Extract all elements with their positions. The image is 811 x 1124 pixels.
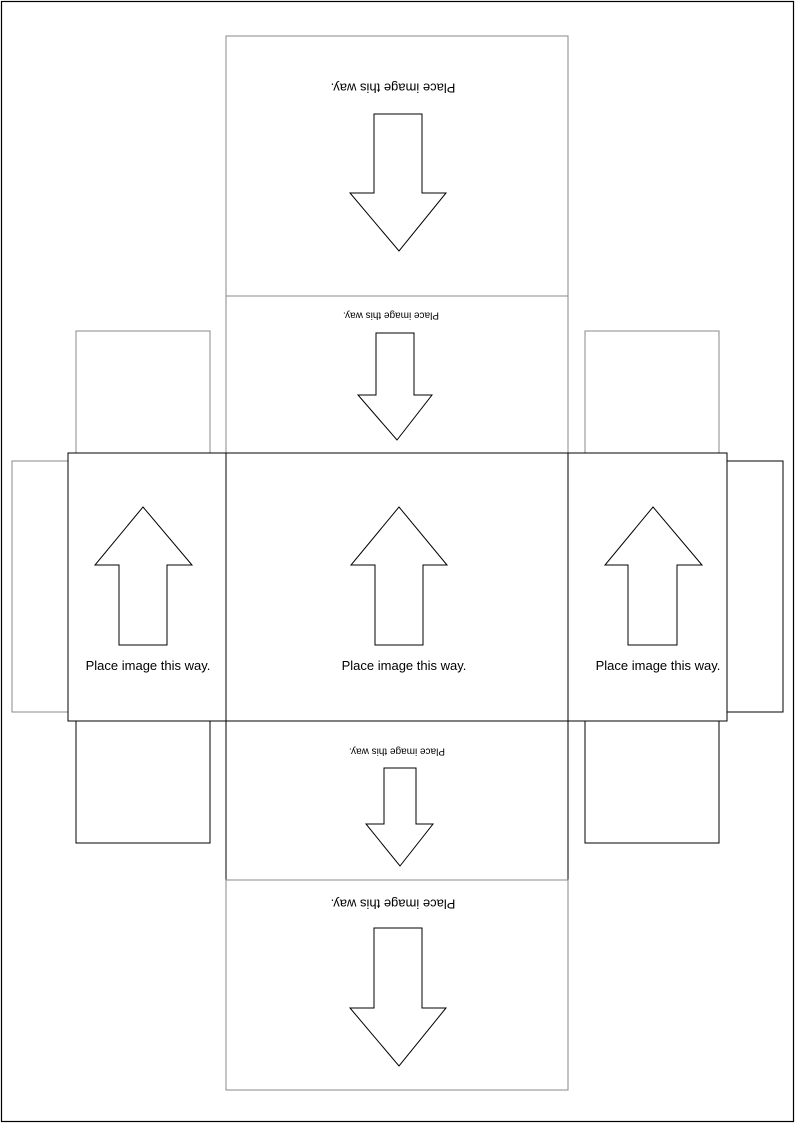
glue-tab-top-left xyxy=(75,330,211,454)
label-left-side: Place image this way. xyxy=(86,658,211,673)
bottom-lid-panel xyxy=(225,879,569,1091)
down-arrow-top-lid xyxy=(348,113,448,252)
label-top-side: Place image this way. xyxy=(343,309,439,320)
glue-tab-bottom-right xyxy=(584,720,720,844)
label-right-side: Place image this way. xyxy=(596,658,721,673)
page-border xyxy=(0,0,795,1123)
up-arrow-center xyxy=(349,506,449,646)
label-center-base: Place image this way. xyxy=(342,658,467,673)
glue-tab-top-right xyxy=(584,330,720,454)
label-top-lid: Place image this way. xyxy=(331,81,456,96)
down-arrow-top-side xyxy=(356,332,434,441)
up-arrow-left xyxy=(93,506,194,646)
glue-tab-bottom-left xyxy=(75,720,211,844)
label-bottom-side: Place image this way. xyxy=(349,745,445,756)
right-side-panel xyxy=(567,452,728,722)
label-bottom-lid: Place image this way. xyxy=(331,897,456,912)
up-arrow-right xyxy=(603,506,704,646)
glue-tab-left xyxy=(11,460,69,713)
down-arrow-bottom-side xyxy=(364,767,435,867)
glue-tab-right xyxy=(726,460,784,713)
down-arrow-bottom-lid xyxy=(348,927,448,1067)
